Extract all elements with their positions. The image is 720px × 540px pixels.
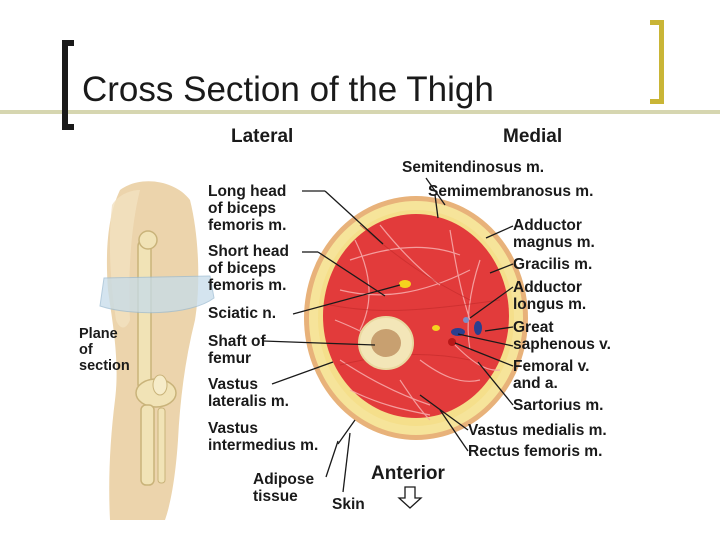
title-underline xyxy=(0,110,720,114)
label-rectus-femoris: Rectus femoris m. xyxy=(468,443,603,460)
label-short-head-biceps: Short head of biceps femoris m. xyxy=(208,243,289,294)
label-gracilis: Gracilis m. xyxy=(513,256,593,273)
medial-header: Medial xyxy=(503,126,563,147)
label-adductor-magnus: Adductor magnus m. xyxy=(513,217,595,251)
leg-illustration xyxy=(99,181,215,521)
label-long-head-biceps: Long head of biceps femoris m. xyxy=(208,183,287,234)
label-skin: Skin xyxy=(332,496,365,513)
label-plane-of-section: Plane of section xyxy=(79,326,130,374)
label-great-saphenous-vein: Great saphenous v. xyxy=(513,319,611,353)
label-femoral-vein-artery: Femoral v. and a. xyxy=(513,358,590,392)
label-sartorius: Sartorius m. xyxy=(513,397,604,414)
label-semitendinosus: Semitendinosus m. xyxy=(402,159,545,176)
label-adductor-longus: Adductor longus m. xyxy=(513,279,587,313)
label-adipose-tissue: Adipose tissue xyxy=(253,471,315,505)
leader-lines xyxy=(262,177,514,493)
label-vastus-medialis: Vastus medialis m. xyxy=(468,422,607,439)
left-bracket xyxy=(62,40,74,130)
label-semimembranosus: Semimembranosus m. xyxy=(428,183,594,200)
slide-title: Cross Section of the Thigh xyxy=(82,70,494,109)
label-vastus-intermedius: Vastus intermedius m. xyxy=(208,420,319,454)
lateral-header: Lateral xyxy=(231,126,294,147)
label-sciatic-nerve: Sciatic n. xyxy=(208,305,277,322)
cross-section xyxy=(304,196,528,440)
label-vastus-lateralis: Vastus lateralis m. xyxy=(208,376,289,410)
label-shaft-of-femur: Shaft of femur xyxy=(208,333,266,367)
anterior-arrow xyxy=(397,486,423,509)
right-bracket xyxy=(650,20,664,104)
anterior-label: Anterior xyxy=(371,463,445,484)
